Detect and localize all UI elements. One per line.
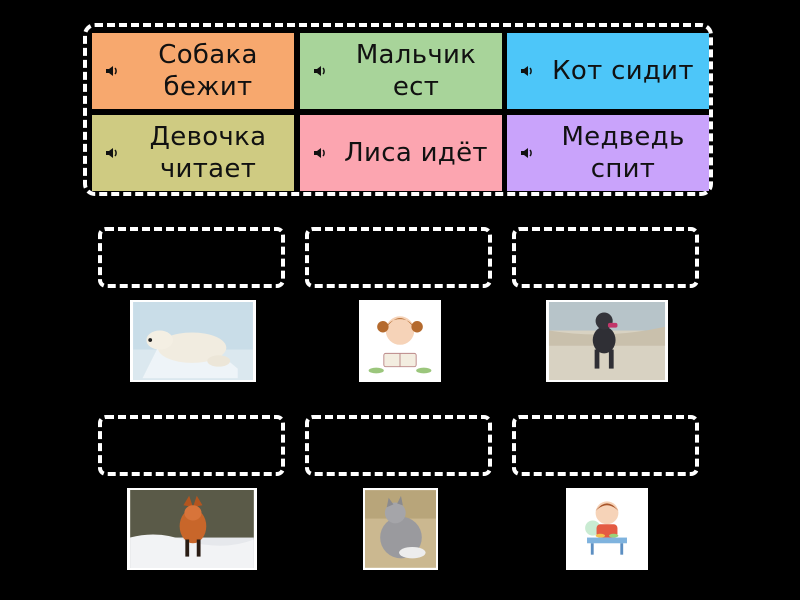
tile-label: Лиса идёт (344, 138, 488, 168)
dog-running-image (546, 300, 668, 382)
speaker-icon[interactable] (312, 63, 328, 79)
speaker-icon[interactable] (104, 63, 120, 79)
tile-label: Собака бежит (158, 40, 258, 102)
tile-girl-reads[interactable]: Девочка читает (92, 115, 294, 191)
boy-eating-image (566, 488, 648, 570)
tile-boy-eats[interactable]: Мальчик ест (300, 33, 502, 109)
speaker-icon[interactable] (312, 145, 328, 161)
speaker-icon[interactable] (519, 145, 535, 161)
fox-walking-image (127, 488, 257, 570)
tile-label: Мальчик ест (355, 40, 477, 102)
drop-zone-3[interactable] (512, 227, 699, 288)
drop-zone-6[interactable] (512, 415, 699, 476)
girl-reading-image (359, 300, 441, 382)
speaker-icon[interactable] (104, 145, 120, 161)
drop-zone-5[interactable] (305, 415, 492, 476)
speaker-icon[interactable] (519, 63, 535, 79)
drop-zone-1[interactable] (98, 227, 285, 288)
tile-label: Медведь спит (561, 122, 685, 184)
drop-zone-4[interactable] (98, 415, 285, 476)
tile-bear-sleeps[interactable]: Медведь спит (507, 115, 709, 191)
tile-cat-sits[interactable]: Кот сидит (507, 33, 709, 109)
tile-label: Девочка читает (149, 122, 267, 184)
word-bank (83, 23, 713, 196)
polar-bear-image (130, 300, 256, 382)
tile-fox-walks[interactable]: Лиса идёт (300, 115, 502, 191)
drop-zone-2[interactable] (305, 227, 492, 288)
tile-label: Кот сидит (552, 56, 694, 86)
tile-dog-runs[interactable]: Собака бежит (92, 33, 294, 109)
cat-sitting-image (363, 488, 438, 570)
